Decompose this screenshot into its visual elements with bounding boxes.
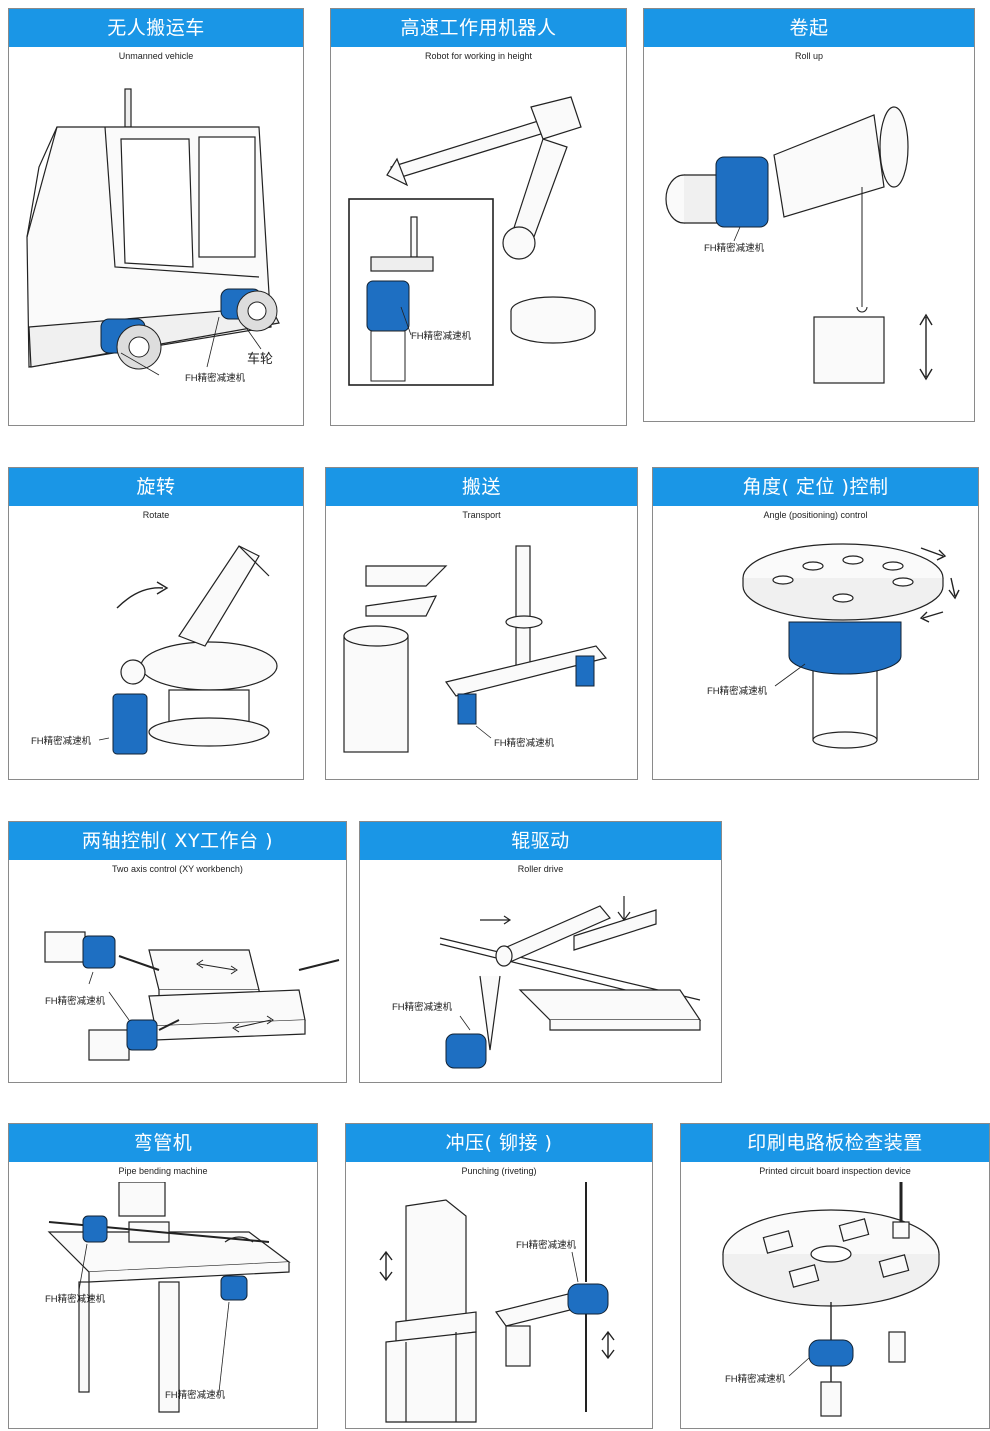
- reducer-rotate: [112, 693, 148, 755]
- pipe-illustration: FH精密减速机 FH精密减速机: [45, 1182, 291, 1413]
- reducer-pcb: [808, 1339, 854, 1367]
- label-fh-reducer: FH精密减速机: [725, 1373, 786, 1385]
- label-fh-reducer: FH精密减速机: [185, 372, 246, 384]
- panel-subtitle: Two axis control (XY workbench): [112, 864, 243, 874]
- label-fh-reducer: FH精密减速机: [31, 735, 92, 747]
- reducer-robot: [366, 280, 410, 332]
- label-fh-reducer: FH精密减速机: [45, 995, 106, 1007]
- reducer-rollup: [715, 156, 769, 228]
- panel-subtitle: Rotate: [142, 510, 170, 520]
- rotate-illustration: FH精密减速机: [31, 545, 278, 755]
- label-wheel: 车轮: [247, 351, 273, 366]
- label-fh-reducer: FH精密减速机: [494, 737, 555, 749]
- panel-title: 两轴控制( XY工作台 ): [9, 822, 346, 860]
- panel-title: 高速工作用机器人: [331, 9, 626, 47]
- roller-illustration: FH精密减速机: [392, 896, 702, 1069]
- reducer-pipe-right: [220, 1275, 248, 1301]
- reducer-roller: [445, 1033, 487, 1069]
- panel-subtitle: Printed circuit board inspection device: [759, 1166, 911, 1176]
- punch-illustration: FH精密减速机: [379, 1182, 615, 1423]
- reducer-wheel-front: [100, 318, 162, 370]
- label-fh-reducer: FH精密减速机: [392, 1001, 453, 1013]
- panel-title: 弯管机: [9, 1124, 317, 1162]
- panel-subtitle: Unmanned vehicle: [118, 51, 194, 61]
- label-fh-reducer-1: FH精密减速机: [45, 1293, 106, 1305]
- reducer-xy-bottom: [126, 1019, 158, 1051]
- rollup-illustration: FH精密减速机: [665, 106, 933, 384]
- panel-title: 角度( 定位 )控制: [653, 468, 978, 506]
- xy-illustration: FH精密减速机: [44, 931, 340, 1061]
- panel-title: 卷起: [644, 9, 974, 47]
- reducer-transport-left: [457, 693, 477, 725]
- panel-subtitle: Robot for working in height: [424, 51, 533, 61]
- vehicle-illustration: FH精密减速机 车轮: [26, 88, 280, 384]
- panel-subtitle: Angle (positioning) control: [763, 510, 868, 520]
- reducer-wheel-rear: [220, 288, 278, 332]
- reducer-pipe-left: [82, 1215, 108, 1243]
- panel-title: 无人搬运车: [9, 9, 303, 47]
- panel-unmanned-vehicle: 无人搬运车 Unmanned vehicle FH精密减速机 车轮: [8, 8, 304, 426]
- panel-title: 辊驱动: [360, 822, 721, 860]
- panel-subtitle: Punching (riveting): [461, 1166, 537, 1176]
- reducer-xy-top: [82, 935, 116, 969]
- panel-rotate: 旋转 Rotate FH精密减速机: [8, 467, 304, 780]
- panel-transport: 搬送 Transport FH精密减速机: [325, 467, 638, 780]
- panel-subtitle: Transport: [462, 510, 501, 520]
- transport-illustration: FH精密减速机: [343, 545, 608, 753]
- robot-illustration: FH精密减速机: [348, 96, 596, 386]
- panel-title: 印刷电路板检查装置: [681, 1124, 989, 1162]
- label-fh-reducer: FH精密减速机: [707, 685, 768, 697]
- panel-pcb-inspection: 印刷电路板检查装置 Printed circuit board inspecti…: [680, 1123, 990, 1429]
- label-fh-reducer: FH精密减速机: [411, 330, 472, 342]
- panel-subtitle: Pipe bending machine: [118, 1166, 208, 1176]
- panel-angle-control: 角度( 定位 )控制 Angle (positioning) control F…: [652, 467, 979, 780]
- panel-subtitle: Roll up: [794, 51, 823, 61]
- reducer-punch: [567, 1283, 609, 1315]
- label-fh-reducer: FH精密减速机: [704, 242, 765, 254]
- reducer-angle: [788, 621, 902, 675]
- label-fh-reducer-2: FH精密减速机: [165, 1389, 226, 1401]
- panel-robot: 高速工作用机器人 Robot for working in height FH精…: [330, 8, 627, 426]
- panel-pipe-bending: 弯管机 Pipe bending machine FH精密减速机 FH精密减速机: [8, 1123, 318, 1429]
- pcb-illustration: FH精密减速机: [722, 1182, 940, 1417]
- panel-xy-workbench: 两轴控制( XY工作台 ) Two axis control (XY workb…: [8, 821, 347, 1083]
- panel-title: 冲压( 铆接 ): [346, 1124, 652, 1162]
- panel-title: 搬送: [326, 468, 637, 506]
- panel-subtitle: Roller drive: [517, 864, 564, 874]
- panel-punching: 冲压( 铆接 ) Punching (riveting) FH精密减速机: [345, 1123, 653, 1429]
- angle-illustration: FH精密减速机: [707, 543, 960, 749]
- reducer-transport-right: [575, 655, 595, 687]
- panel-roller-drive: 辊驱动 Roller drive FH精密减速机: [359, 821, 722, 1083]
- panel-title: 旋转: [9, 468, 303, 506]
- panel-roll-up: 卷起 Roll up FH精密减速机: [643, 8, 975, 422]
- label-fh-reducer: FH精密减速机: [516, 1239, 577, 1251]
